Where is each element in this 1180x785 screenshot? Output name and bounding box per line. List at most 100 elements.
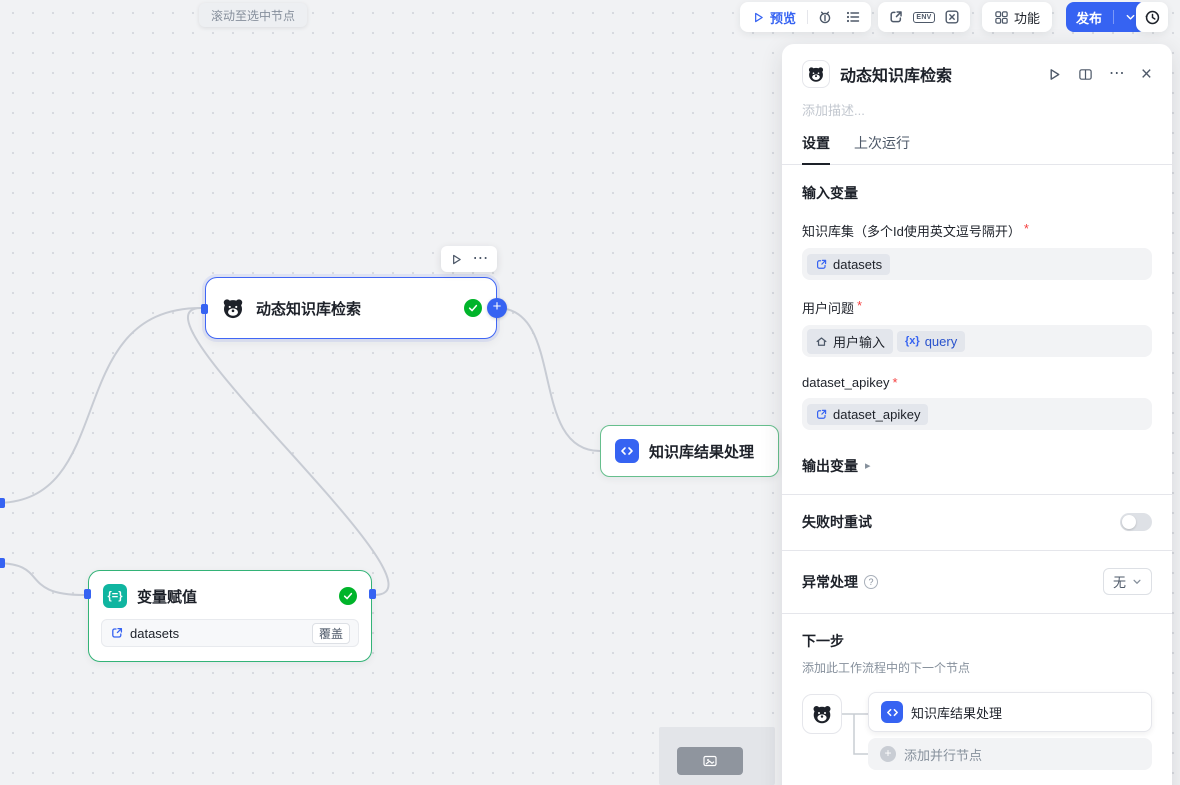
image-placeholder-icon bbox=[677, 747, 743, 775]
next-step-flow: 知识库结果处理 + 添加并行节点 bbox=[802, 692, 1152, 770]
label-text: dataset_apikey bbox=[802, 375, 890, 390]
field-label-dataset: 知识库集（多个Id使用英文逗号隔开） * bbox=[802, 221, 1152, 240]
features-button[interactable]: 功能 bbox=[986, 3, 1048, 31]
checklist-icon[interactable] bbox=[839, 3, 867, 31]
plus-icon: + bbox=[880, 746, 896, 762]
input-port[interactable] bbox=[84, 589, 91, 599]
node-title: 变量赋值 bbox=[137, 588, 198, 606]
retry-toggle[interactable] bbox=[1120, 513, 1152, 531]
node-more-icon[interactable]: ⋯ bbox=[472, 250, 489, 267]
panel-body: 输入变量 知识库集（多个Id使用英文逗号隔开） * datasets 用户问题 … bbox=[782, 165, 1172, 785]
publish-label: 发布 bbox=[1076, 10, 1103, 26]
field-label-apikey: dataset_apikey * bbox=[802, 375, 1152, 390]
edge-assign-to-retrieval bbox=[187, 307, 390, 596]
panel-title: 动态知识库检索 bbox=[840, 68, 953, 85]
close-icon[interactable]: × bbox=[1140, 63, 1152, 85]
next-node-card[interactable]: 知识库结果处理 bbox=[868, 692, 1152, 732]
panel-header: 动态知识库检索 ⋯ × 添加描述... 设置 上次运行 bbox=[782, 44, 1172, 165]
add-next-node-button[interactable]: + bbox=[487, 298, 507, 318]
exception-row: 异常处理 ? 无 bbox=[802, 568, 1152, 595]
user-input-icon bbox=[815, 335, 828, 348]
publish-button[interactable]: 发布 bbox=[1066, 2, 1147, 32]
toolbar-run-group: 预览 bbox=[740, 2, 872, 32]
env-icon[interactable]: ENV bbox=[910, 3, 938, 31]
add-parallel-label: 添加并行节点 bbox=[904, 747, 983, 763]
chip-text: 用户输入 bbox=[833, 334, 886, 350]
output-variables-header[interactable]: 输出变量 ▸ bbox=[802, 456, 1152, 476]
override-badge: 覆盖 bbox=[311, 622, 350, 644]
collapse-triangle-icon[interactable]: ▸ bbox=[865, 459, 871, 472]
node-kb-result-processing[interactable]: 知识库结果处理 bbox=[600, 425, 779, 477]
dataset-chip[interactable]: datasets bbox=[807, 253, 891, 275]
select-value: 无 bbox=[1112, 575, 1126, 590]
field-label-query: 用户问题 * bbox=[802, 298, 1152, 317]
node-title: 动态知识库检索 bbox=[256, 300, 362, 318]
next-step-title: 下一步 bbox=[802, 633, 844, 649]
divider bbox=[807, 10, 809, 24]
exception-select[interactable]: 无 bbox=[1102, 568, 1152, 595]
chip-text: dataset_apikey bbox=[833, 406, 921, 422]
debug-icon[interactable] bbox=[811, 3, 839, 31]
next-step-hint: 添加此工作流程中的下一个节点 bbox=[802, 661, 971, 675]
output-port[interactable] bbox=[369, 589, 376, 599]
label-text: 知识库集（多个Id使用英文逗号隔开） bbox=[802, 224, 1021, 239]
connector-line bbox=[842, 713, 868, 755]
node-dynamic-kb-retrieval[interactable]: 动态知识库检索 + bbox=[201, 277, 507, 339]
edge-start-to-assign bbox=[0, 562, 85, 596]
split-view-icon[interactable] bbox=[1078, 67, 1093, 82]
close-square-icon[interactable] bbox=[938, 3, 966, 31]
input-variables-title: 输入变量 bbox=[802, 185, 858, 201]
divider bbox=[782, 613, 1172, 614]
apikey-input[interactable]: dataset_apikey bbox=[802, 398, 1152, 430]
tab-last-run[interactable]: 上次运行 bbox=[854, 135, 910, 151]
tab-settings[interactable]: 设置 bbox=[802, 133, 830, 165]
chip-text: datasets bbox=[833, 256, 883, 272]
reference-icon bbox=[815, 258, 828, 271]
edge-retrieval-to-result bbox=[496, 307, 601, 452]
required-mark: * bbox=[892, 375, 898, 390]
run-node-icon[interactable] bbox=[450, 253, 463, 266]
api-reference-icon[interactable] bbox=[882, 3, 910, 31]
assign-icon: {=} bbox=[103, 584, 127, 608]
preview-button[interactable]: 预览 bbox=[744, 3, 804, 31]
node-hover-toolbar: ⋯ bbox=[441, 246, 497, 272]
code-icon bbox=[881, 701, 903, 723]
retry-label: 失败时重试 bbox=[802, 514, 872, 530]
description-placeholder[interactable]: 添加描述... bbox=[802, 103, 865, 118]
dataset-input[interactable]: datasets bbox=[802, 248, 1152, 280]
input-port[interactable] bbox=[201, 304, 208, 314]
code-icon bbox=[615, 439, 639, 463]
toolbar-resource-group: ENV bbox=[878, 2, 970, 32]
assign-value-row[interactable]: datasets 覆盖 bbox=[101, 619, 359, 647]
node-variable-assign[interactable]: {=} 变量赋值 datasets 覆盖 bbox=[84, 570, 376, 662]
source-chip[interactable]: 用户输入 bbox=[807, 328, 894, 354]
reference-icon bbox=[110, 626, 124, 640]
retry-row: 失败时重试 bbox=[802, 512, 1152, 532]
scroll-to-node-tooltip: 滚动至选中节点 bbox=[199, 3, 308, 27]
more-icon[interactable]: ⋯ bbox=[1108, 65, 1125, 82]
bear-icon bbox=[220, 295, 246, 321]
run-node-icon[interactable] bbox=[1047, 67, 1062, 82]
apikey-chip[interactable]: dataset_apikey bbox=[807, 403, 929, 425]
label-text: 用户问题 bbox=[802, 301, 855, 316]
offscreen-output-port[interactable] bbox=[0, 498, 5, 508]
required-mark: * bbox=[1023, 221, 1029, 236]
history-clock-icon bbox=[1144, 9, 1161, 26]
help-icon[interactable]: ? bbox=[864, 574, 878, 589]
offscreen-output-port-2[interactable] bbox=[0, 558, 5, 568]
variable-icon: {x} bbox=[905, 335, 920, 347]
toolbar-features-group: 功能 bbox=[982, 2, 1053, 32]
add-parallel-node-button[interactable]: + 添加并行节点 bbox=[868, 738, 1152, 770]
canvas-image-placeholder bbox=[659, 727, 775, 785]
divider bbox=[1113, 10, 1115, 24]
success-check-icon bbox=[464, 299, 482, 317]
history-button[interactable] bbox=[1136, 2, 1168, 32]
panel-tabs: 设置 上次运行 bbox=[782, 133, 1172, 165]
reference-icon bbox=[815, 408, 828, 421]
variable-chip[interactable]: {x} query bbox=[897, 330, 966, 352]
node-config-panel: 动态知识库检索 ⋯ × 添加描述... 设置 上次运行 输入变量 知识库集（多个… bbox=[782, 44, 1172, 785]
node-title: 知识库结果处理 bbox=[649, 443, 755, 461]
preview-label: 预览 bbox=[770, 10, 797, 26]
query-input[interactable]: 用户输入 {x} query bbox=[802, 325, 1152, 357]
chevron-down-icon[interactable] bbox=[1125, 12, 1136, 23]
